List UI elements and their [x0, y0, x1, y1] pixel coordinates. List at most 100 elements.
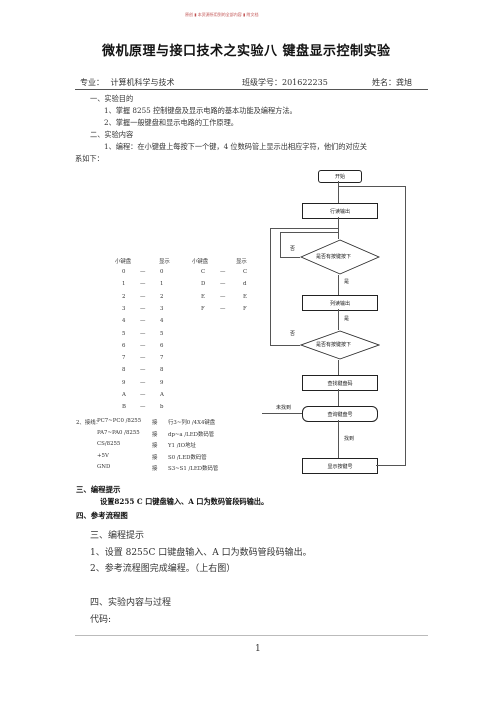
meta-name: 姓名：龚旭 [372, 77, 412, 88]
header-watermark: 原创 ▮ 本资源所用到的全部内容 ▮ 附文档 [185, 12, 259, 17]
key-cell: F [201, 305, 205, 312]
section-3-item-1: 1、设置 8255C 口键盘输入、A 口为数码管段码输出。 [90, 548, 312, 558]
meta-class: 班级学号：201622235 [242, 77, 328, 88]
flow-arrow [338, 186, 405, 187]
wiring-cell: Y1 /IO地址 [168, 443, 196, 450]
flow-decision-2-shape [300, 330, 380, 360]
table-header-key-1: 小键盘 [115, 259, 132, 265]
key-cell: D [201, 281, 206, 288]
key-cell: 2 [122, 293, 126, 300]
display-cell: 9 [160, 379, 164, 386]
display-cell: 5 [160, 330, 164, 337]
dash-cell: — [140, 293, 146, 300]
flow-decision-1-shape [300, 239, 380, 275]
flow-arrow [338, 360, 339, 375]
display-cell: d [243, 281, 247, 288]
display-cell: 0 [160, 269, 164, 275]
flow-loop-line [405, 186, 406, 466]
section-2-heading: 二、实验内容 [90, 130, 134, 139]
display-cell: 3 [160, 305, 164, 312]
key-cell: 6 [122, 342, 126, 349]
dash-cell: — [140, 281, 146, 288]
key-cell: 7 [122, 355, 126, 362]
flow-arrow [280, 257, 300, 258]
dash-cell: — [140, 342, 146, 349]
display-cell: 4 [160, 318, 164, 325]
dash-cell: — [140, 305, 146, 312]
wiring-cell: +5V [97, 452, 109, 459]
section-1-heading: 一、实验目的 [90, 94, 134, 103]
flow-start: 开始 [318, 170, 362, 183]
table-header-key-2: 小键盘 [192, 259, 209, 265]
flow-arrow [280, 232, 281, 257]
code-label: 代码: [90, 615, 112, 625]
flow-arrow [338, 181, 339, 203]
flow-decision-1: 是否有按键按下 [316, 254, 352, 260]
display-cell: 1 [160, 281, 164, 288]
dash-cell: — [140, 330, 146, 337]
major-label: 专业： [80, 78, 104, 87]
footer-line [75, 635, 428, 636]
dash-cell: — [220, 305, 226, 312]
dash-cell: — [140, 379, 146, 386]
flow-yes-1: 是 [344, 279, 350, 285]
dash-cell: — [140, 367, 146, 374]
flow-arrow [338, 275, 339, 295]
dash-cell: — [220, 269, 226, 275]
flow-arrow [262, 413, 302, 414]
section-3-bold-text: 设置8255 C 口键盘输入、A 口为数码管段码输出。 [100, 497, 269, 506]
section-3-bold-heading: 三、编程提示 [76, 485, 121, 494]
flow-found: 找到 [344, 436, 355, 442]
table-header-display-1: 显示 [159, 259, 170, 265]
wiring-cell: PA7~PA0 /8255 [97, 429, 140, 436]
wiring-cell: CS/8255 [97, 441, 121, 448]
section-4-heading: 四、实验内容与过程 [90, 598, 172, 608]
flow-no-1: 否 [290, 246, 296, 252]
display-cell: 6 [160, 342, 164, 349]
flow-arrow [376, 465, 405, 466]
flow-arrow [338, 420, 339, 458]
key-cell: 1 [122, 281, 126, 288]
section-3-heading: 三、编程提示 [90, 531, 145, 541]
display-cell: 8 [160, 367, 164, 374]
flow-arrow [270, 228, 338, 229]
name-value: 龚旭 [396, 78, 412, 87]
wiring-title: 2、接线： [76, 420, 101, 426]
flow-yes-2: 是 [344, 316, 350, 322]
flow-arrow [338, 389, 339, 406]
wiring-cell: S3~S1 /LED数码管 [168, 466, 219, 473]
section-2-item: 1、编程：在小键盘上每按下一个键，4 位数码管上显示出相应字符，他们的对应关 [104, 142, 367, 151]
wiring-cell: 接 [152, 454, 158, 461]
display-cell: F [243, 305, 247, 312]
flow-arrow [270, 345, 300, 346]
major-value: 计算机科学与技术 [110, 78, 175, 87]
display-cell: E [243, 293, 247, 300]
section-3-item-2: 2、参考流程图完成编程。（上右图） [90, 564, 236, 574]
key-cell: 3 [122, 305, 126, 312]
wiring-cell: dp~a /LED数码管 [168, 431, 215, 438]
meta-major: 专业： 计算机科学与技术 [80, 77, 175, 88]
flow-arrow [338, 309, 339, 330]
wiring-cell: GND [97, 464, 111, 471]
dash-cell: — [140, 404, 146, 411]
key-cell: 5 [122, 330, 126, 337]
display-cell: 2 [160, 293, 164, 300]
class-value: 201622235 [282, 78, 328, 87]
section-2-item-cont: 系如下： [75, 154, 104, 163]
display-cell: C [243, 269, 248, 275]
wiring-cell: S0 /LED数码管 [168, 454, 207, 461]
wiring-cell: PC7~PC0 /8255 [97, 418, 142, 424]
display-cell: A [160, 392, 164, 398]
section-4-bold-heading: 四、参考流程图 [76, 511, 128, 520]
key-cell: 9 [122, 379, 126, 386]
page-title: 微机原理与接口技术之实验八 键盘显示控制实验 [102, 44, 391, 59]
key-cell: 8 [122, 367, 126, 374]
flow-row-read: 行读输出 [302, 203, 378, 219]
display-cell: b [160, 404, 164, 411]
section-1-item-2: 2、掌握一般键盘和显示电路的工作原理。 [104, 118, 238, 127]
dash-cell: — [220, 293, 226, 300]
key-cell: E [201, 293, 205, 300]
dash-cell: — [140, 269, 146, 275]
flow-query-key: 查询键盘号 [302, 406, 378, 422]
flow-not-found: 未找到 [276, 405, 292, 411]
